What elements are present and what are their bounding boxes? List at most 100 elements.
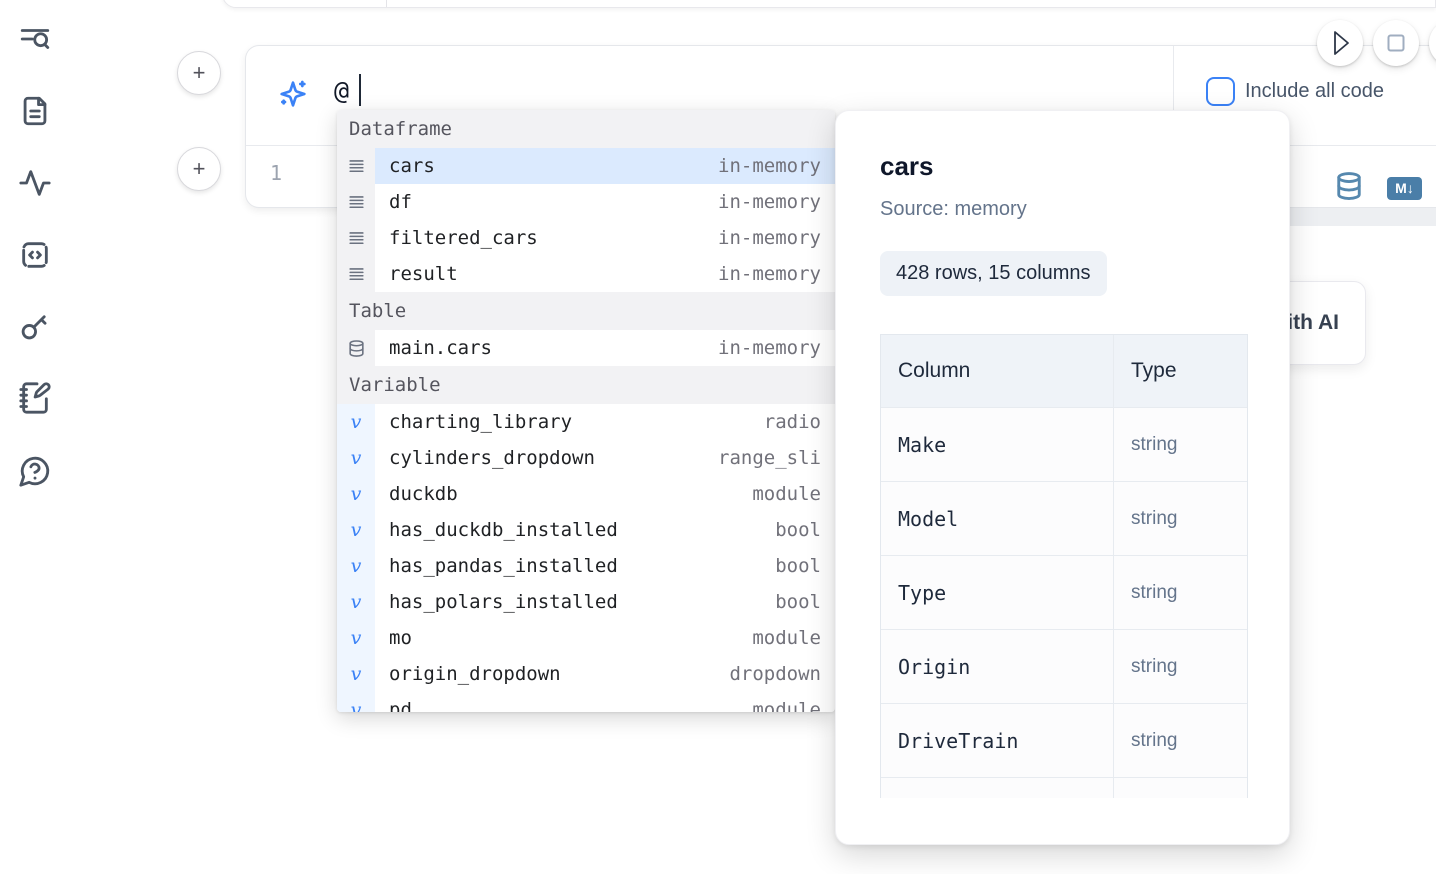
variable-icon: v [337, 692, 375, 712]
autocomplete-item-name: main.cars [389, 337, 492, 359]
autocomplete-item[interactable]: result in-memory [337, 256, 835, 292]
rows-icon [337, 184, 375, 220]
dataframe-preview-tooltip: cars Source: memory 428 rows, 15 columns… [835, 110, 1290, 845]
tooltip-source: Source: memory [880, 198, 1027, 220]
schema-header-column: Column [881, 335, 1114, 407]
variable-icon: v [337, 476, 375, 512]
schema-column-type: string [1131, 655, 1178, 677]
schema-column-name: DriveTrain [881, 704, 1114, 777]
autocomplete-item[interactable]: v cylinders_dropdown range_sli [337, 440, 835, 476]
text-cursor [359, 74, 361, 106]
schema-column-name: Model [881, 482, 1114, 555]
autocomplete-item-type: module [752, 483, 821, 505]
autocomplete-section-header: Table [337, 292, 835, 330]
activity-icon [18, 170, 52, 204]
schema-table-row: Origin string [881, 629, 1247, 703]
tooltip-shape-badge: 428 rows, 15 columns [880, 251, 1107, 296]
autocomplete-item-name: cars [389, 155, 435, 177]
previous-cell-edge [222, 0, 1436, 8]
sidebar-item-scratchpad[interactable] [18, 381, 54, 417]
schema-table-header-row: Column Type [881, 335, 1247, 407]
schema-column-type: string [1131, 507, 1178, 529]
key-icon [18, 315, 52, 347]
schema-column-name: Origin [881, 630, 1114, 703]
autocomplete-item[interactable]: main.cars in-memory [337, 330, 835, 366]
ai-prompt-input[interactable]: @ Include all code [246, 46, 1436, 146]
autocomplete-item-name: filtered_cars [389, 227, 538, 249]
stop-cell-button[interactable] [1373, 20, 1419, 66]
sidebar-item-snippets[interactable] [18, 238, 54, 274]
add-cell-above-button[interactable]: + [177, 51, 221, 95]
sidebar-item-tracing[interactable] [18, 166, 54, 202]
activity-sidebar [0, 0, 72, 874]
line-number: 1 [270, 161, 283, 185]
autocomplete-item-type: dropdown [729, 663, 821, 685]
list-search-icon [18, 29, 52, 60]
sidebar-item-toc-search[interactable] [18, 22, 54, 58]
database-icon[interactable] [1333, 171, 1365, 206]
autocomplete-item-type: in-memory [718, 337, 821, 359]
schema-column-type [1114, 778, 1247, 798]
variable-icon: v [337, 656, 375, 692]
variable-icon: v [337, 548, 375, 584]
notebook-pen-icon [18, 382, 52, 419]
autocomplete-item-name: has_polars_installed [389, 591, 618, 613]
rows-icon [337, 148, 375, 184]
variable-icon: v [337, 404, 375, 440]
autocomplete-item-type: in-memory [718, 227, 821, 249]
autocomplete-item[interactable]: filtered_cars in-memory [337, 220, 835, 256]
variable-icon: v [337, 440, 375, 476]
play-icon [1334, 31, 1349, 55]
markdown-icon[interactable]: M↓ [1387, 177, 1422, 200]
autocomplete-item-type: in-memory [718, 155, 821, 177]
tooltip-title: cars [880, 151, 934, 181]
file-text-icon [18, 96, 52, 132]
include-all-code-checkbox[interactable] [1206, 77, 1235, 106]
autocomplete-item-name: result [389, 263, 458, 285]
autocomplete-item-name: pd [389, 699, 412, 712]
sidebar-item-help[interactable] [18, 454, 54, 490]
stop-icon [1387, 34, 1405, 52]
autocomplete-item-type: module [752, 699, 821, 712]
autocomplete-item-name: cylinders_dropdown [389, 447, 595, 469]
schema-table-row [881, 777, 1247, 798]
help-chat-icon [18, 456, 52, 492]
code-editor[interactable]: 1 M↓ [246, 147, 1436, 209]
schema-column-name [881, 778, 1114, 798]
variable-icon: v [337, 620, 375, 656]
autocomplete-item-name: df [389, 191, 412, 213]
schema-header-type: Type [1131, 359, 1177, 382]
run-cell-button[interactable] [1317, 20, 1363, 66]
sidebar-item-files[interactable] [18, 94, 54, 130]
add-cell-below-button[interactable]: + [177, 147, 221, 191]
autocomplete-item[interactable]: v origin_dropdown dropdown [337, 656, 835, 692]
autocomplete-item-name: has_pandas_installed [389, 555, 618, 577]
ai-prompt-value: @ [334, 76, 350, 105]
schema-column-name: Make [881, 408, 1114, 481]
rows-icon [337, 220, 375, 256]
variable-icon: v [337, 512, 375, 548]
autocomplete-section-header: Variable [337, 366, 835, 404]
autocomplete-item-name: origin_dropdown [389, 663, 561, 685]
more-actions-button[interactable] [1429, 20, 1436, 66]
autocomplete-item[interactable]: cars in-memory [337, 148, 835, 184]
autocomplete-section-header: Dataframe [337, 110, 835, 148]
schema-column-type: string [1131, 581, 1178, 603]
autocomplete-item-type: in-memory [718, 263, 821, 285]
sparkles-icon [277, 78, 309, 110]
autocomplete-item[interactable]: v pd module [337, 692, 835, 712]
sidebar-item-secrets[interactable] [18, 309, 54, 345]
autocomplete-item-type: range_sli [718, 447, 821, 469]
